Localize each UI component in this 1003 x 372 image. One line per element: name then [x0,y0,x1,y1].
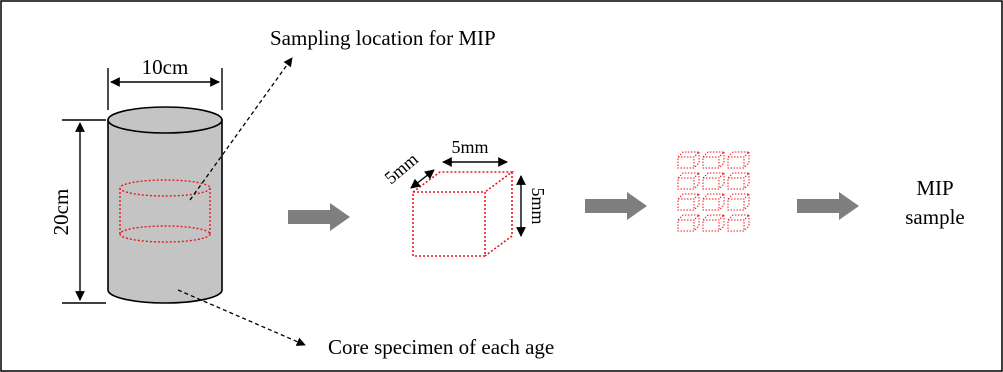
cylinder-top [107,106,223,134]
width-label: 10cm [142,55,189,79]
height-dimension [62,119,106,304]
sampling-location-label: Sampling location for MIP [270,26,496,50]
mini-cube [727,172,750,190]
mini-cube [702,151,725,169]
mini-cube [677,193,700,211]
mini-cube [727,214,750,232]
process-arrow-1 [288,203,350,231]
cube-depth-label: 5mm [381,149,422,188]
mini-cube [702,172,725,190]
cube-grid [677,151,750,232]
mini-cube [677,151,700,169]
sample-cube [412,171,515,257]
sampling-leader [189,57,293,201]
mip-label-line2: sample [905,205,964,229]
cylinder-body [107,119,223,304]
core-specimen-label: Core specimen of each age [328,335,554,359]
core-cylinder [107,106,223,304]
core-leader [177,289,306,346]
mini-cube [677,172,700,190]
process-arrow-3 [797,192,859,220]
cube-height-label: 5mm [528,187,548,224]
process-arrow-2 [585,192,647,220]
mini-cube [702,193,725,211]
cube-depth-dimension [410,169,435,189]
mini-cube [702,214,725,232]
cube-top-label: 5mm [451,137,488,157]
mini-cube [727,151,750,169]
mip-label-line1: MIP [916,176,953,200]
sampling-band [119,179,211,243]
mini-cube [727,193,750,211]
height-label: 20cm [49,189,73,236]
width-dimension [107,68,223,110]
mini-cube [677,214,700,232]
